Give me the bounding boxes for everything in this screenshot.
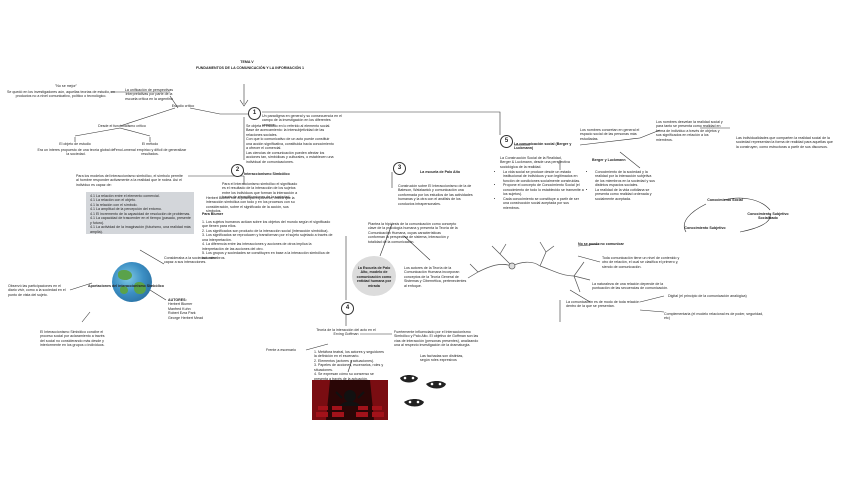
- berger-bullets-right: Conocimiento de la sociedad y la realida…: [590, 170, 656, 201]
- capability-item: 4.1 La actividad de la imaginación (futu…: [90, 225, 191, 234]
- premise-item: 5. Los grupos y sociedades se constituye…: [202, 251, 330, 260]
- capability-item: 4.1 La capacidad de trascender en el tie…: [90, 216, 191, 225]
- axiom-item-2: La naturaleza de una relación depende de…: [592, 282, 669, 291]
- info-line: Se objeta el estudio en lo referido al e…: [246, 124, 331, 128]
- cycle-subjective: Conocimiento Subjetivo: [684, 226, 726, 230]
- society-role-text: Observó las participaciones en el diario…: [8, 284, 66, 297]
- method-title: El método: [141, 142, 159, 146]
- method-text: Fenol-omenal empírico y difícil de gener…: [113, 148, 187, 157]
- palo-alto-circle: [352, 256, 396, 296]
- paradigm-text: Un paradigma en general y su consecuenci…: [262, 114, 342, 127]
- mead-text: Para el Interaccionismo simbólico el sig…: [222, 182, 298, 200]
- info-line: Las ciencias de comunicación pueden afec…: [246, 150, 334, 164]
- capability-item: 4.1 La relación entre el elemento comerc…: [90, 194, 160, 198]
- interaccionismo-heading: Interaccionismo Simbólico: [244, 172, 290, 176]
- berger-bullets-left: La vida social se produce desde un estad…: [498, 170, 584, 210]
- palo-alto-authors-text: Los autores de la Teoría de la Comunicac…: [404, 266, 467, 288]
- palo-alto-text: Construción sobre El Interaccionismo de …: [398, 184, 473, 206]
- functionalism-label: Desde el funcionalismo crítico: [98, 124, 146, 128]
- info-line: Base de acercamiento: la intersubjetivid…: [246, 128, 325, 137]
- goffman-item: 3. Papeles de acciones, escenarios, role…: [314, 363, 384, 372]
- reality-text-2: Las individualidades que comparten la re…: [736, 136, 833, 149]
- palo-alto-label: La escuela de Palo Alto: [420, 170, 461, 174]
- quote-body: Se quedó en los investigadores aún, aque…: [6, 90, 116, 99]
- berger-title: Berger y Luckmann: [592, 158, 626, 162]
- premises-list: 1. Los sujetos humanos actúan sobre los …: [202, 220, 334, 260]
- frente-escenario-label: Frente a escenario: [266, 348, 296, 352]
- cycle-social: Conocimiento Social: [707, 198, 743, 202]
- berger-box-text: Los nombres concretan en general el espa…: [580, 128, 640, 141]
- bullet-item: Cada conocimiento se constituye a partir…: [503, 197, 584, 210]
- neuron-drawing: [467, 241, 591, 293]
- author-item: George Herbert Mead: [168, 315, 203, 320]
- goffman-influence-text: Fuertemente influenciado por el Interacc…: [394, 330, 479, 348]
- axiom-item-1: Toda comunicación tiene un nivel de cont…: [602, 256, 680, 269]
- bullet-item: La vida social se produce desde un estad…: [503, 170, 584, 183]
- palo-alto-circle-text: La Escuela de Palo Alto, modelo de comun…: [356, 266, 392, 288]
- quote-heading: "No se mejor": [55, 84, 77, 88]
- symbol-model-text: Para los modelos del interaccionismo sim…: [76, 174, 183, 187]
- object-text: Era un interes propuesto de una teoría g…: [37, 148, 115, 157]
- info-block: Se objeta el estudio en lo referido al e…: [246, 124, 334, 164]
- goffman-item: 2. Elementos (actores y actuaciones).: [314, 358, 375, 363]
- premise-item: 3. Los significados se reproducen y tran…: [202, 233, 333, 242]
- reality-text-1: Los nombres desvelan la realidad social …: [656, 120, 723, 142]
- axiom-heading: No se puede no comunicar: [578, 242, 624, 246]
- studies-label: Estudio crítico: [171, 104, 195, 108]
- axiom-item-3: La comunicación es de modo de toda relac…: [566, 300, 640, 309]
- capability-item: 4.1 La amplitud de la percepción del ent…: [90, 207, 162, 212]
- goffman-item: 1. Metáfora teatral, los actores y segui…: [314, 350, 384, 359]
- capability-item: 4.1 la relación con el símbolo.: [90, 202, 138, 207]
- goffman-heading: Teoría de la interacción del acto en el …: [316, 328, 376, 337]
- social-construction-text: La Construcción Social de la Realidad, B…: [500, 156, 570, 169]
- premise-item: 4. La diferencia entre las interacciones…: [202, 242, 312, 251]
- perspectives-text: La unificación de perspectivas interpret…: [124, 88, 174, 101]
- bullet-item: Propone el concepto de Conocimiento Soci…: [503, 183, 584, 196]
- symbolic-process-text: El Interaccionismo Simbólico concibe el …: [40, 330, 105, 348]
- bullet-item: La realidad de la vida cotidiana se pres…: [595, 188, 656, 201]
- premise-item: 2. Los significados son producto de la i…: [202, 228, 329, 233]
- cycle-socialized: Conocimiento Subjetivo Socializado: [747, 212, 789, 221]
- author-item: Herbert Blumer: [168, 302, 193, 307]
- capability-item: 4.1 La relación con el objeto.: [90, 198, 136, 203]
- masks-caption: Las fachadas son distintas, según roles …: [420, 354, 464, 363]
- complementary-text: Complementaria (el modelo relacional es …: [664, 312, 764, 321]
- step-number-3: 3: [393, 162, 406, 175]
- globe-caption: Consideraba a la sociedad como capaz a s…: [164, 256, 217, 265]
- bullet-item: Conocimiento de la sociedad y la realida…: [595, 170, 656, 188]
- author-item: Manfred Kuhn: [168, 306, 191, 311]
- social-communication-label: La comunicación social (Berger y Luckman…: [514, 142, 572, 151]
- step-number-2: 2: [231, 164, 244, 177]
- palo-alto-hypothesis: Plantea la hipótesis de la comunicación …: [368, 222, 458, 244]
- goffman-item: 4. Se expresan cómo su consenso se prese…: [314, 372, 374, 381]
- blumer-text: Herbert Blumer fue el principal exponent…: [206, 196, 295, 214]
- premises-title: Para Blumer: [202, 212, 224, 216]
- premise-item: 1. Los sujetos humanos actúan sobre los …: [202, 220, 331, 229]
- capabilities-box: [86, 192, 194, 234]
- step-number-5: 5: [500, 135, 513, 148]
- globe-label: Aportaciones del interaccionismo Simbóli…: [88, 284, 164, 288]
- page-title: FUNDAMENTOS DE LA COMUNICACIÓN Y LA INFO…: [196, 66, 304, 70]
- authors-title: AUTORES:: [168, 298, 187, 302]
- step-number-4: 4: [341, 302, 354, 315]
- capabilities-list: 4.1 La relación entre el elemento comerc…: [90, 194, 192, 234]
- unit-label: TEMA V: [240, 60, 254, 64]
- info-line: Con que lo comunicativo de un acto puede…: [246, 137, 334, 151]
- globe-image: [112, 262, 152, 302]
- masks-image: [400, 375, 446, 407]
- authors-block: AUTORES: Herbert Blumer Manfred Kuhn Rob…: [168, 298, 218, 320]
- capability-item: 4.1 El incremento de la capacidad de res…: [90, 211, 191, 216]
- step-number-1: 1: [248, 107, 261, 120]
- author-item: Robert Ezra Park: [168, 311, 196, 316]
- theater-image: [312, 380, 388, 420]
- object-title: El objeto de estudio: [59, 142, 91, 146]
- digital-text: Digital (el principio de la comunicación…: [668, 294, 747, 298]
